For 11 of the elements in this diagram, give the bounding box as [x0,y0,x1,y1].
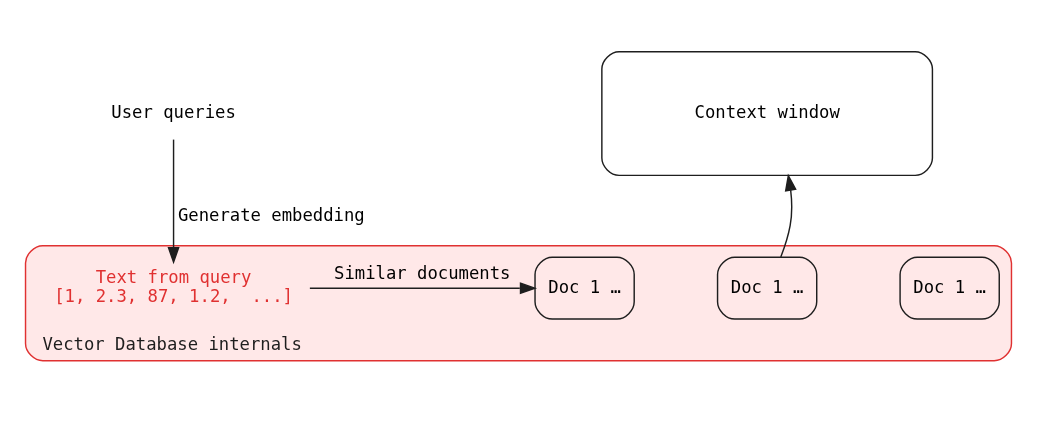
arrow [780,173,797,258]
node-text: User queries [111,101,236,122]
arrow [309,281,538,294]
node-box: Doc 1 … [716,256,818,320]
arrow [167,138,180,264]
node-box: Context window [601,50,934,176]
node-box: Doc 1 … [899,256,1000,320]
node-text: Text from query [1, 2.3, 87, 1.2, ...] [54,266,293,306]
edge-label: Similar documents [334,262,511,283]
edge-label: Generate embedding [177,204,365,225]
node-box: Doc 1 … [534,256,635,320]
